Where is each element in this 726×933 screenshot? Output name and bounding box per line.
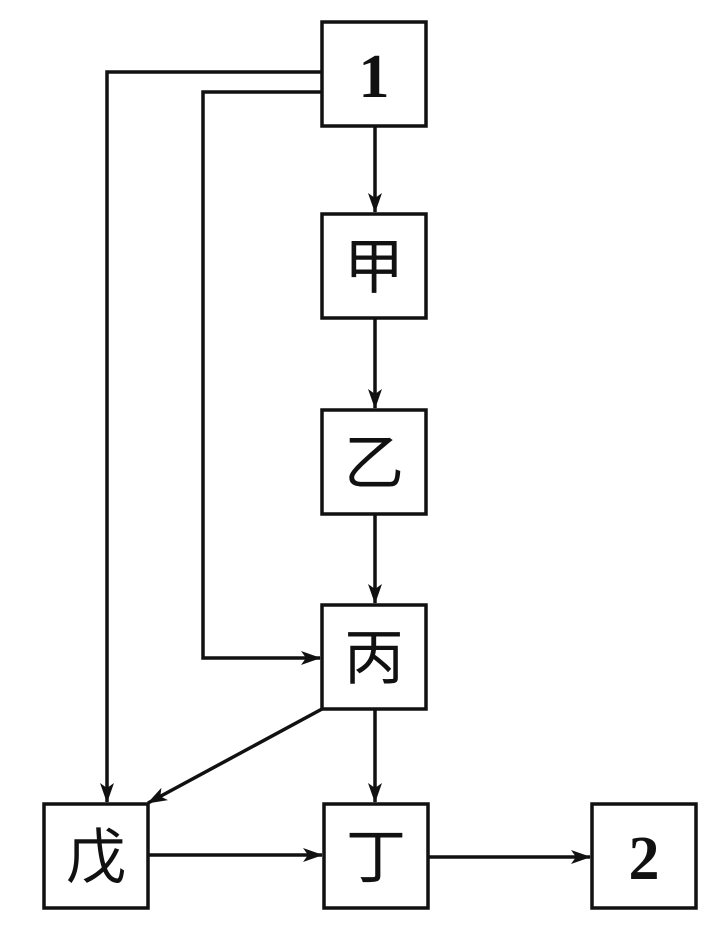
node-2-label: 2 xyxy=(629,825,660,893)
edge-1-to-bing xyxy=(201,90,322,665)
node-bing: 丙 xyxy=(320,603,428,711)
node-yi-label: 乙 xyxy=(344,429,404,499)
edge-bing-to-wu xyxy=(147,707,323,805)
node-ding: 丁 xyxy=(322,802,430,910)
node-2: 2 xyxy=(590,802,698,910)
node-1: 1 xyxy=(320,20,428,128)
node-yi: 乙 xyxy=(320,408,428,516)
edge-1-to-wu xyxy=(100,70,322,803)
node-wu: 戊 xyxy=(42,802,150,910)
node-wu-label: 戊 xyxy=(66,823,126,893)
node-1-label: 1 xyxy=(359,43,390,111)
node-bing-label: 丙 xyxy=(344,624,404,694)
node-ding-label: 丁 xyxy=(346,823,406,893)
node-jia: 甲 xyxy=(320,212,428,320)
node-jia-label: 甲 xyxy=(344,233,404,303)
